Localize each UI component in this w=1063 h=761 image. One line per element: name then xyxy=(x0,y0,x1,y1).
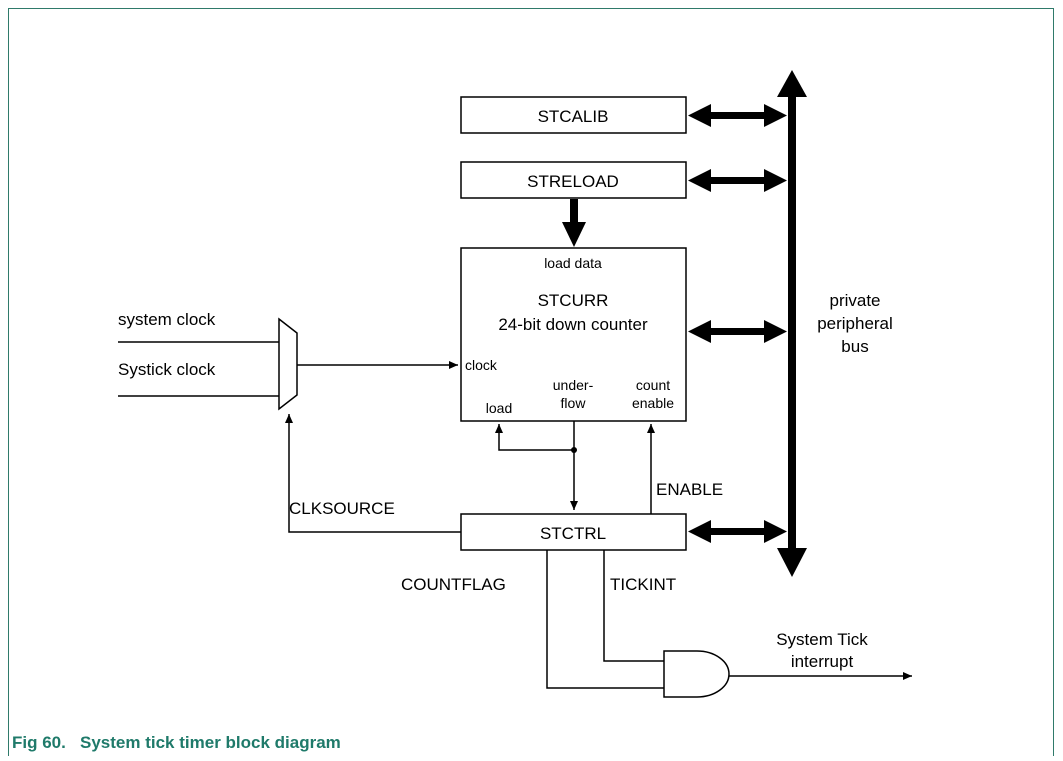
underflow-signal xyxy=(495,421,578,510)
count-enable-label-line2: enable xyxy=(632,395,674,411)
clock-inputs: system clock Systick clock xyxy=(118,310,279,397)
countflag-signal: COUNTFLAG xyxy=(401,550,664,689)
stcurr-label: STCURR xyxy=(538,291,609,310)
stcalib-block: STCALIB xyxy=(460,96,687,134)
stctrl-bus-arrow xyxy=(688,520,787,543)
stcurr-bus-arrow xyxy=(688,320,787,343)
load-data-label: load data xyxy=(544,255,602,271)
enable-signal: ENABLE xyxy=(647,424,723,514)
stcalib-bus-arrow xyxy=(688,104,787,127)
tickint-label: TICKINT xyxy=(610,575,676,594)
streload-bus-arrow xyxy=(688,169,787,192)
countflag-label: COUNTFLAG xyxy=(401,575,506,594)
streload-block: STRELOAD xyxy=(460,161,687,199)
clksource-signal: CLKSOURCE xyxy=(285,414,461,533)
bus-label-line3: bus xyxy=(841,337,868,356)
enable-label: ENABLE xyxy=(656,480,723,499)
stcurr-description: 24-bit down counter xyxy=(498,315,648,334)
underflow-label-line2: flow xyxy=(561,395,587,411)
bus-label-line2: peripheral xyxy=(817,314,893,333)
system-tick-interrupt-signal: System Tick interrupt xyxy=(729,630,912,680)
interrupt-label-line2: interrupt xyxy=(791,652,854,671)
underflow-label-line1: under- xyxy=(553,377,594,393)
tickint-signal: TICKINT xyxy=(603,550,676,662)
interrupt-label-line1: System Tick xyxy=(776,630,868,649)
clock-input-label: clock xyxy=(465,357,498,373)
stctrl-block: STCTRL xyxy=(460,513,687,551)
stcurr-block: load data STCURR 24-bit down counter clo… xyxy=(460,247,687,422)
reload-data-arrow xyxy=(562,199,586,247)
system-clock-label: system clock xyxy=(118,310,216,329)
stctrl-label: STCTRL xyxy=(540,524,606,543)
and-gate xyxy=(663,650,730,698)
systick-clock-label: Systick clock xyxy=(118,360,216,379)
count-enable-label-line1: count xyxy=(636,377,670,393)
figure-caption: Fig 60. System tick timer block diagram xyxy=(12,733,341,752)
clock-mux xyxy=(278,317,298,411)
peripheral-bus xyxy=(777,70,807,577)
bus-label-line1: private xyxy=(829,291,880,310)
clksource-label: CLKSOURCE xyxy=(289,499,395,518)
stcalib-label: STCALIB xyxy=(538,107,609,126)
figure-frame xyxy=(8,8,1054,756)
streload-label: STRELOAD xyxy=(527,172,619,191)
load-input-label: load xyxy=(486,400,512,416)
